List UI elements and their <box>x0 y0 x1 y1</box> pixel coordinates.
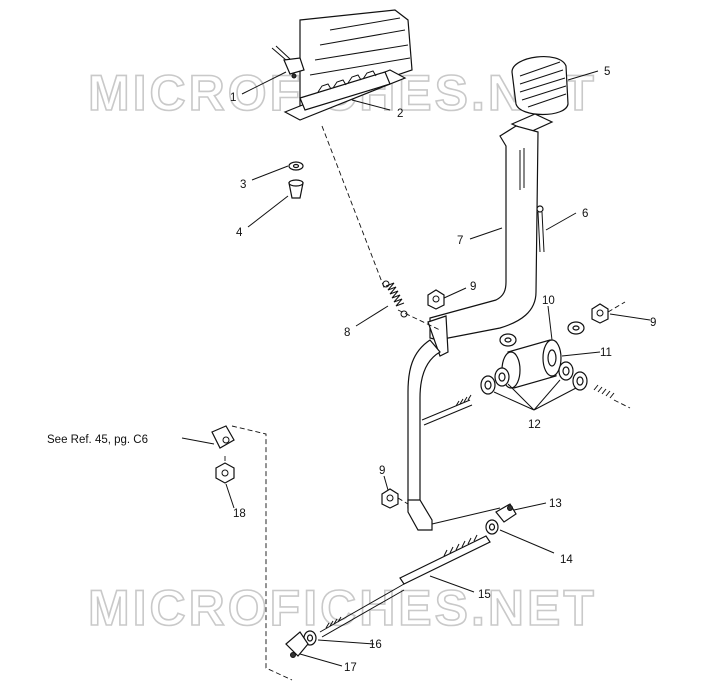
nut-part-9-b <box>591 303 609 324</box>
callout-15: 15 <box>478 589 491 601</box>
jam-nut-part-14 <box>485 519 499 535</box>
rod-end-part-13 <box>495 503 517 523</box>
leader-part-12 <box>493 379 577 411</box>
watermark-bottom: MICROFICHES.NET <box>88 580 597 636</box>
callout-10: 10 <box>542 295 555 307</box>
washer-part-12 <box>480 361 588 395</box>
callout-4: 4 <box>236 227 243 239</box>
washer-part-10 <box>499 321 585 347</box>
callout-11: 11 <box>600 347 612 359</box>
callout-16: 16 <box>369 639 382 651</box>
pivot-bolt <box>421 384 631 426</box>
callout-14: 14 <box>560 554 573 566</box>
brake-arm-reference <box>211 425 235 449</box>
callout-7: 7 <box>457 235 463 247</box>
callout-17: 17 <box>344 662 357 674</box>
callout-9-c: 9 <box>379 465 385 477</box>
pivot-tube-part-11 <box>501 339 562 389</box>
nut-part-9-a <box>427 289 445 310</box>
callout-5: 5 <box>604 66 610 78</box>
washer-part-3 <box>288 161 304 171</box>
spring-part-8 <box>382 280 408 318</box>
bracket-part-2 <box>299 70 391 111</box>
callout-1: 1 <box>230 92 236 104</box>
callout-8: 8 <box>344 327 350 339</box>
rod-end-part-17 <box>285 631 309 658</box>
callout-12: 12 <box>528 419 541 431</box>
linkage-line <box>431 507 501 525</box>
callout-9-b: 9 <box>650 317 656 329</box>
callout-3: 3 <box>240 179 246 191</box>
pin-part-6 <box>536 205 545 253</box>
nut-part-18 <box>215 462 235 484</box>
assembly-line-nut-9c <box>397 497 409 505</box>
assembly-line-spring <box>321 125 386 291</box>
callout-9-a: 9 <box>470 281 476 293</box>
reference-note: See Ref. 45, pg. C6 <box>47 434 148 446</box>
pedal-lever-part-7 <box>407 125 539 531</box>
leader-lines <box>181 70 651 667</box>
switch-part-1 <box>271 45 305 79</box>
brake-rod-part-15 <box>319 534 491 638</box>
callout-2: 2 <box>397 108 403 120</box>
nut-part-9-c <box>381 488 399 509</box>
callout-18: 18 <box>233 508 246 520</box>
assembly-line-rod <box>231 425 293 681</box>
bushing-part-4 <box>288 179 304 199</box>
callout-13: 13 <box>549 498 562 510</box>
assembly-line-nut <box>607 301 626 313</box>
callout-6: 6 <box>582 208 588 220</box>
